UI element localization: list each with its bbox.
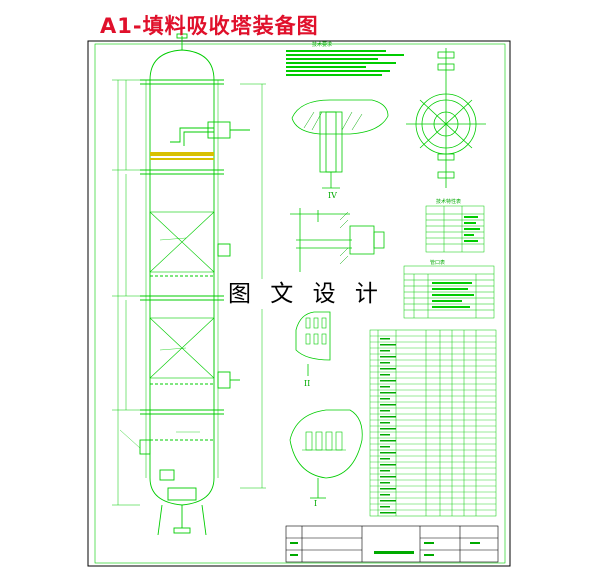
- parts-list-row-text: [380, 404, 396, 406]
- spec-table: [425, 205, 485, 253]
- parts-list-row-text: [380, 416, 396, 418]
- sheet-border: [87, 40, 511, 567]
- parts-list-row-text: [380, 422, 390, 424]
- detail-ii: [295, 311, 331, 376]
- parts-list-row-text: [380, 446, 390, 448]
- parts-list-row-text: [380, 458, 390, 460]
- section-mark-ii: II: [304, 379, 310, 388]
- parts-list: [369, 329, 497, 517]
- parts-list-row-text: [380, 500, 396, 502]
- parts-list-row-text: [380, 488, 396, 490]
- parts-list-row-text: [380, 434, 390, 436]
- detail-nozzle-hatch: [339, 211, 349, 265]
- parts-list-row-text: [380, 464, 396, 466]
- spec-table-title: 技术特性表: [436, 198, 461, 205]
- section-mark-i: I: [314, 499, 317, 508]
- spec-table-text: [464, 216, 480, 242]
- parts-list-row-text: [380, 374, 390, 376]
- sheet-inner-border: [94, 43, 506, 564]
- parts-list-row-text: [380, 506, 390, 508]
- section-mark-labels: IV II I: [304, 191, 337, 508]
- parts-list-row-text: [380, 512, 396, 514]
- parts-list-row-text: [380, 380, 396, 382]
- detail-ii-packing: [305, 317, 327, 345]
- parts-list-row-text: [380, 392, 396, 394]
- leader-lines: [119, 237, 200, 449]
- detail-nozzle: [290, 208, 385, 272]
- parts-list-row-text: [380, 428, 396, 430]
- parts-list-row-text: [380, 362, 390, 364]
- parts-list-row-text: [380, 494, 390, 496]
- detail-iv: [291, 99, 389, 189]
- title-block: [285, 525, 499, 563]
- parts-list-row-text: [380, 476, 396, 478]
- nozzle-table: [403, 265, 495, 319]
- drawing-title: A1-填料吸收塔装备图: [100, 14, 319, 38]
- nozzle-table-text: [432, 282, 474, 308]
- parts-list-row-text: [380, 470, 390, 472]
- liquid-distributor: [150, 152, 214, 160]
- table-title-labels: 管口表 技术特性表 技术要求: [312, 41, 461, 266]
- parts-list-row-text: [380, 344, 396, 346]
- parts-list-row-text: [380, 350, 390, 352]
- nozzle-table-title: 管口表: [430, 259, 445, 266]
- parts-list-row-text: [380, 338, 390, 340]
- parts-list-row-text: [380, 356, 396, 358]
- title-block-text: [290, 542, 480, 556]
- parts-list-row-text: [380, 386, 390, 388]
- parts-list-row-text: [380, 368, 396, 370]
- tower-elevation: [139, 33, 250, 536]
- parts-list-rows: [370, 335, 496, 514]
- parts-list-row-text: [380, 440, 396, 442]
- parts-list-row-text: [380, 452, 396, 454]
- parts-list-row-text: [380, 410, 390, 412]
- notes-title: 技术要求: [312, 41, 332, 48]
- section-mark-iv: IV: [328, 191, 337, 200]
- watermark-text: 图 文 设 计: [228, 279, 384, 309]
- notes-block: [286, 50, 404, 76]
- plan-view: [406, 48, 486, 188]
- detail-iv-hatch: [303, 111, 363, 131]
- parts-list-row-text: [380, 482, 390, 484]
- detail-i-grid: [302, 431, 346, 451]
- parts-list-row-text: [380, 398, 390, 400]
- detail-i: [289, 409, 363, 499]
